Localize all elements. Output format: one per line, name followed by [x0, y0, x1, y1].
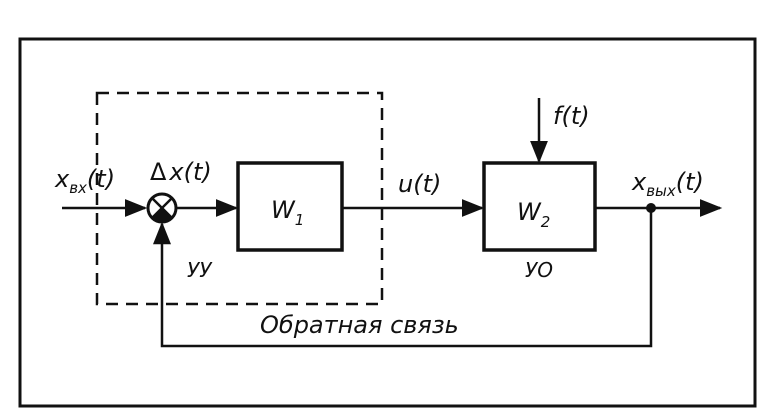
control-signal-label: u(t): [398, 170, 441, 198]
output-label: xвых(t): [631, 168, 704, 200]
controller-dashed-boundary: [95, 91, 384, 306]
block-w2: [482, 161, 597, 252]
input-label: xвх(t): [54, 165, 115, 197]
block-w1-label: W1: [271, 196, 304, 229]
plant-label: УО: [525, 258, 553, 282]
feedback-path: [153, 208, 653, 348]
disturbance-label: f(t): [553, 102, 590, 130]
feedback-label: Обратная связь: [260, 311, 459, 339]
summing-junction: [146, 192, 178, 224]
controller-label: УУ: [187, 258, 213, 282]
outer-frame: [18, 37, 757, 408]
block-w2-label: W2: [517, 198, 550, 231]
block-w1: [236, 161, 344, 252]
